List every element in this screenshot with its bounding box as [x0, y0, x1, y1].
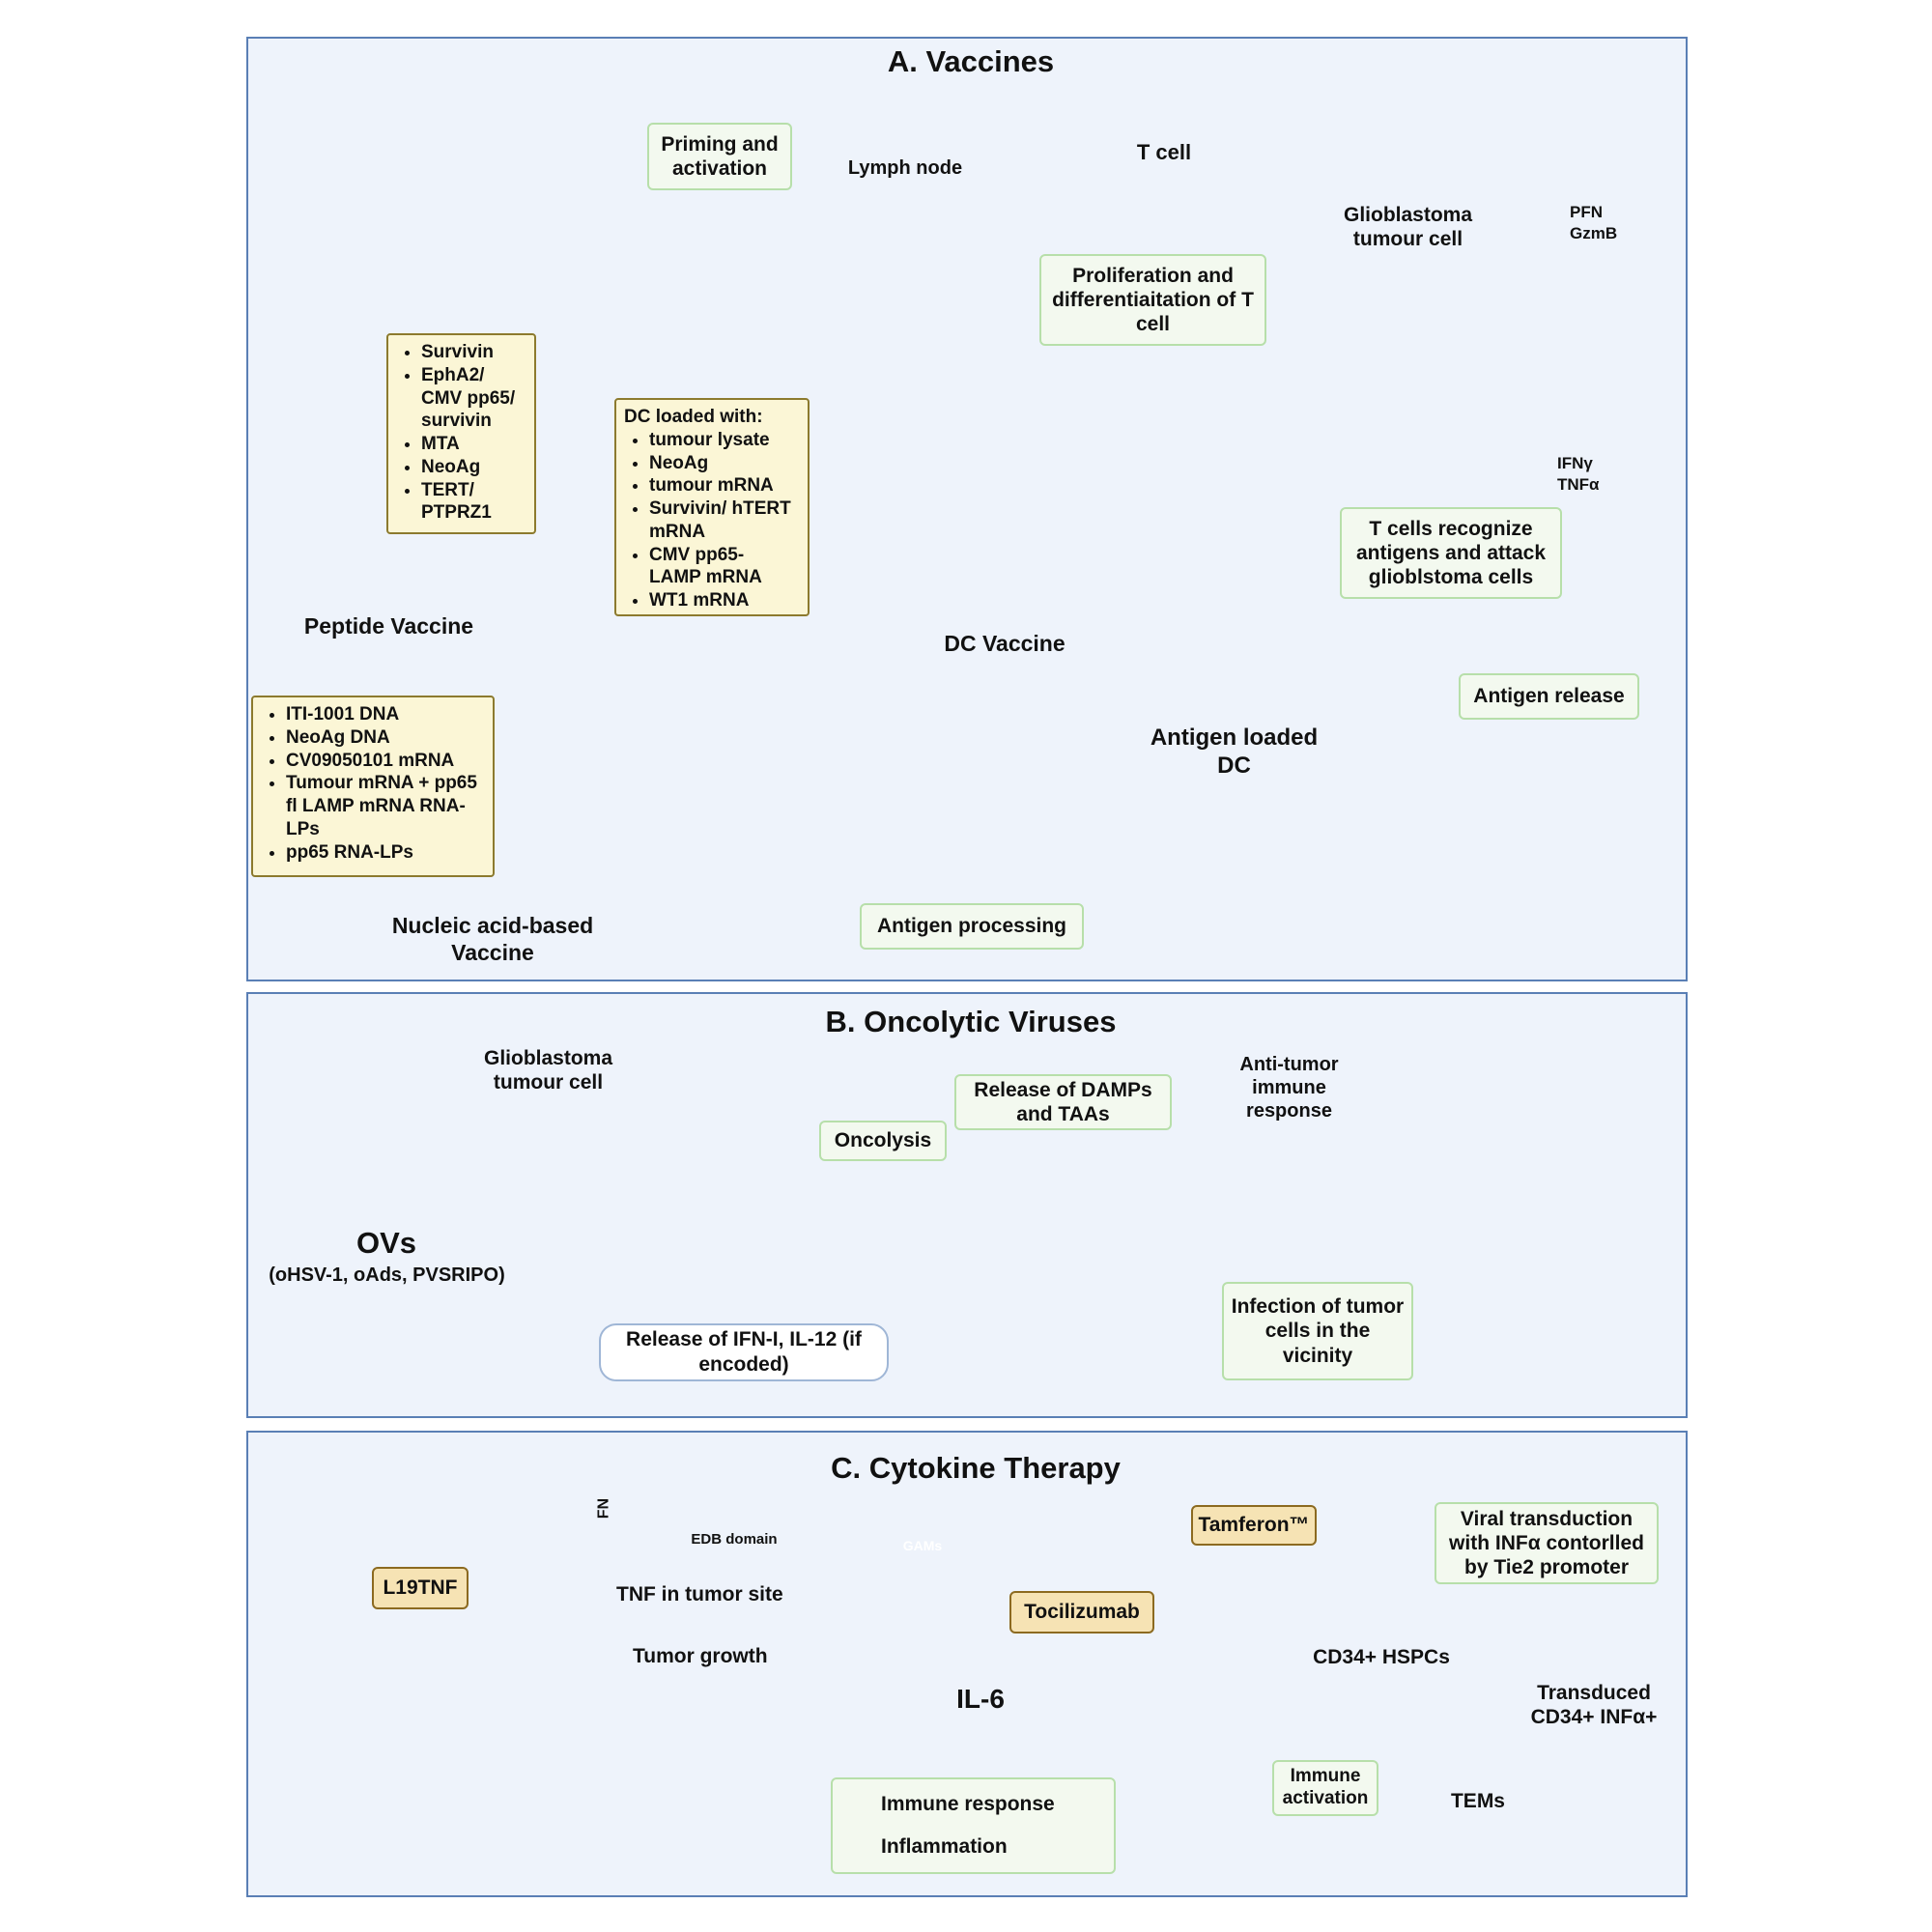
priming-label: Priming and activation: [647, 123, 792, 190]
peptide-item: Survivin: [421, 341, 526, 364]
l19tnf-label: L19TNF: [372, 1567, 469, 1609]
dc-loaded-title: DC loaded with:: [624, 407, 763, 427]
antigen-processing-label: Antigen processing: [860, 903, 1084, 950]
infection-label: Infection of tumor cells in the vicinity: [1222, 1282, 1413, 1380]
dc-loaded-list: DC loaded with: tumour lysate NeoAg tumo…: [614, 398, 810, 616]
tnf-site-label: TNF in tumor site: [616, 1583, 783, 1605]
cd34-label: CD34+ HSPCs: [1313, 1646, 1450, 1668]
nucleic-item: NeoAg DNA: [286, 726, 485, 750]
t-cells-recognize-label: T cells recognize antigens and attack gl…: [1340, 507, 1562, 599]
release-ifn-label: Release of IFN-I, IL-12 (if encoded): [599, 1323, 889, 1381]
tocilizumab-label: Tocilizumab: [1009, 1591, 1154, 1634]
peptide-item: TERT/ PTPRZ1: [421, 479, 526, 526]
peptide-antigen-list: Survivin EphA2/ CMV pp65/ survivin MTA N…: [386, 333, 536, 534]
tems-label: TEMs: [1450, 1790, 1505, 1812]
edb-label: EDB domain: [691, 1531, 778, 1548]
panel-oncolytic-viruses: [246, 992, 1688, 1418]
peptide-vaccine-label: Peptide Vaccine: [303, 613, 474, 639]
nucleic-item: ITI-1001 DNA: [286, 703, 485, 726]
il6-label: IL-6: [956, 1684, 1005, 1714]
nucleic-vaccine-label: Nucleic acid-based Vaccine: [391, 913, 594, 965]
transduced-label: Transduced CD34+ INFα+: [1530, 1682, 1658, 1729]
proliferation-label: Proliferation and differentiaitation of …: [1039, 254, 1266, 346]
oncolysis-label: Oncolysis: [819, 1121, 947, 1161]
panel-a-title: A. Vaccines: [887, 44, 1055, 78]
ovs-label: OVs: [355, 1226, 417, 1260]
immune-response-box: Immune response Inflammation: [831, 1777, 1116, 1874]
gzmb-label: GzmB: [1570, 224, 1618, 242]
t-cell-label: T cell: [1136, 140, 1192, 164]
tnfa-label: TNFα: [1557, 475, 1600, 494]
lymph-node-label: Lymph node: [847, 157, 963, 179]
pfn-label: PFN: [1570, 203, 1603, 221]
panel-b-title: B. Oncolytic Viruses: [825, 1005, 1117, 1038]
antigen-release-label: Antigen release: [1459, 673, 1639, 720]
peptide-item: NeoAg: [421, 456, 526, 479]
dc-item: NeoAg: [649, 452, 800, 475]
ifng-label: IFNγ: [1557, 454, 1593, 472]
glioblastoma-label: Glioblastoma tumour cell: [1343, 204, 1473, 251]
dc-item: Survivin/ hTERT mRNA: [649, 497, 800, 544]
peptide-item: MTA: [421, 433, 526, 456]
dc-item: WT1 mRNA: [649, 589, 800, 612]
nucleic-item: Tumour mRNA + pp65 fl LAMP mRNA RNA-LPs: [286, 772, 485, 840]
immune-response-label: Immune response: [881, 1793, 1055, 1816]
viral-transduction-label: Viral transduction with INFα contorlled …: [1435, 1502, 1659, 1584]
glioblastoma-label-b: Glioblastoma tumour cell: [483, 1047, 613, 1094]
anti-tumor-label: Anti-tumor immune response: [1239, 1054, 1339, 1122]
nucleic-acid-list: ITI-1001 DNA NeoAg DNA CV09050101 mRNA T…: [251, 696, 495, 877]
panel-c-title: C. Cytokine Therapy: [831, 1451, 1121, 1485]
fn-label: FN: [595, 1497, 612, 1520]
tamferon-label: Tamferon™: [1191, 1505, 1317, 1546]
immune-activation-label: Immune activation: [1272, 1760, 1378, 1816]
nucleic-item: CV09050101 mRNA: [286, 750, 485, 773]
dc-item: tumour lysate: [649, 429, 800, 452]
tumor-growth-label: Tumor growth: [633, 1645, 768, 1667]
dc-item: CMV pp65- LAMP mRNA: [649, 544, 800, 590]
release-damps-label: Release of DAMPs and TAAs: [954, 1074, 1172, 1130]
ovs-examples-label: (oHSV-1, oAds, PVSRIPO): [269, 1264, 505, 1286]
dc-item: tumour mRNA: [649, 474, 800, 497]
antigen-loaded-dc-label: Antigen loaded DC: [1150, 724, 1319, 779]
inflammation-label: Inflammation: [881, 1835, 1008, 1859]
dc-vaccine-label: DC Vaccine: [944, 631, 1065, 656]
gams-label: GAMs: [902, 1538, 943, 1553]
peptide-item: EphA2/ CMV pp65/ survivin: [421, 364, 526, 433]
nucleic-item: pp65 RNA-LPs: [286, 841, 485, 865]
